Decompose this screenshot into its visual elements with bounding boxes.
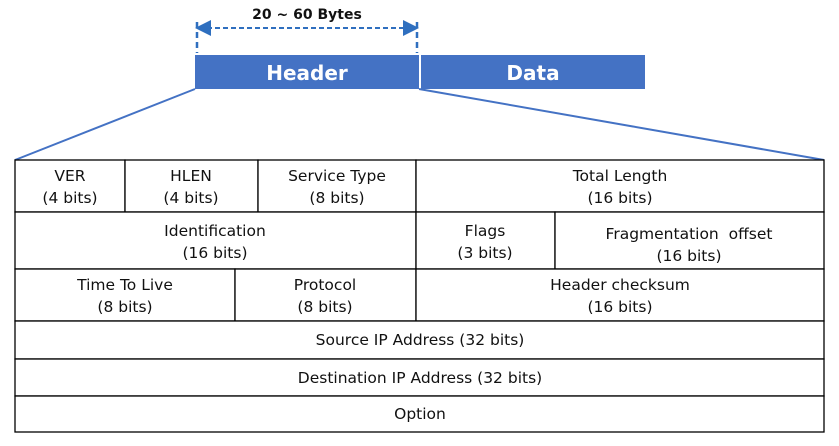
field-bits: (8 bits) [297, 298, 352, 316]
header-block [195, 55, 419, 89]
data-block [421, 55, 645, 89]
field-name: Service Type [288, 167, 386, 185]
field-header-checksum [415, 268, 825, 322]
connector-left [14, 88, 196, 161]
field-bits: (4 bits) [42, 189, 97, 207]
field-name: Source IP Address (32 bits) [316, 331, 525, 349]
field-name: Protocol [294, 276, 356, 294]
field-bits: (16 bits) [656, 247, 721, 265]
field-bits: (8 bits) [309, 189, 364, 207]
field-name: Flags [465, 222, 506, 240]
field-name: Option [394, 405, 446, 423]
field-name: Time To Live [76, 276, 173, 294]
field-flags [415, 211, 556, 270]
field-name: Total Length [572, 167, 668, 185]
field-source-ip [14, 320, 825, 360]
field-name: VER [54, 167, 85, 185]
field-name: HLEN [170, 167, 212, 185]
field-fragmentation-offset [554, 211, 825, 270]
field-bits: (16 bits) [182, 244, 247, 262]
field-name: Header checksum [550, 276, 690, 294]
data-label: Data [506, 61, 559, 85]
field-bits: (16 bits) [587, 189, 652, 207]
field-option [14, 395, 825, 433]
field-name: Identification [164, 222, 266, 240]
connector-right [418, 88, 825, 161]
field-name: Fragmentation offset [606, 225, 773, 243]
field-bits: (3 bits) [457, 244, 512, 262]
field-destination-ip [14, 358, 825, 397]
size-label: 20 ~ 60 Bytes [252, 7, 362, 23]
field-protocol [234, 268, 417, 322]
field-bits: (4 bits) [163, 189, 218, 207]
field-name: Destination IP Address (32 bits) [298, 369, 542, 387]
header-label: Header [266, 61, 348, 85]
field-bits: (8 bits) [97, 298, 152, 316]
field-ttl [14, 268, 236, 322]
field-bits: (16 bits) [587, 298, 652, 316]
